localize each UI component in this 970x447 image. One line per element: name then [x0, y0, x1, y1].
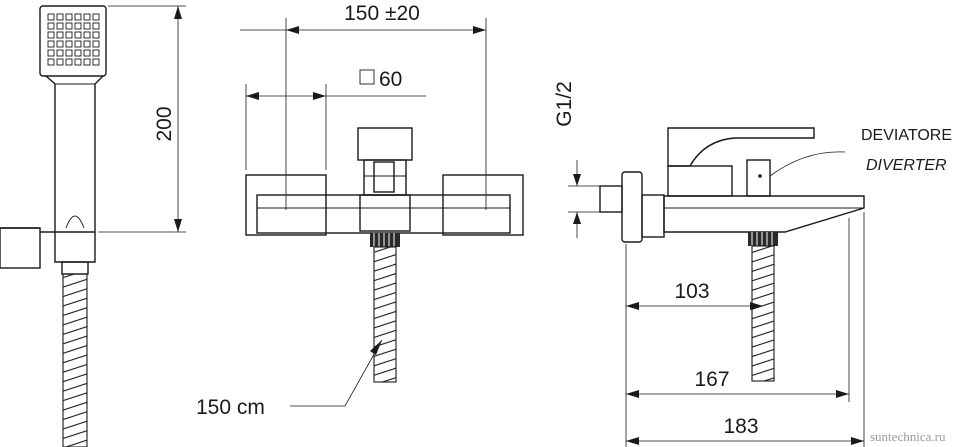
side-hose-connector — [748, 232, 778, 246]
square-label: 60 — [379, 68, 402, 91]
shower-nozzle-grid — [47, 13, 100, 66]
thread-label: G1/2 — [553, 81, 576, 127]
center-distance-dimension: 150 ±20 — [240, 2, 487, 210]
deviator-label: DEVIATORE — [861, 127, 952, 144]
square-dimension: 60 — [245, 68, 426, 170]
spout-body — [663, 195, 865, 233]
hand-shower-hose — [62, 273, 88, 447]
side-view: G1/2 DEVIATORE DIVERTER 103 — [553, 81, 952, 447]
front-view: 150 ±20 60 150 cm — [196, 2, 524, 419]
height-label: 200 — [153, 106, 176, 141]
mixer-body — [256, 194, 511, 234]
watermark: suntechnica.ru — [870, 429, 946, 444]
depth-dimension-167: 167 — [626, 368, 849, 398]
center-distance-label: 150 ±20 — [344, 2, 420, 25]
side-lever — [667, 127, 815, 167]
side-hose — [751, 245, 775, 382]
wall-connector — [599, 185, 623, 213]
hand-shower-view: 200 — [0, 5, 186, 447]
front-hose — [373, 246, 397, 383]
left-eccentric-block — [245, 174, 327, 236]
diverter-knob — [746, 159, 771, 197]
lever-handle — [357, 127, 413, 161]
shower-handle — [45, 75, 104, 233]
thread-dimension: G1/2 — [553, 81, 600, 238]
depth-167-label: 167 — [694, 368, 729, 391]
hose-connector — [370, 233, 400, 247]
depth-183-label: 183 — [723, 415, 758, 438]
height-dimension: 200 — [98, 5, 186, 233]
depth-103-label: 103 — [674, 280, 709, 303]
shower-head — [39, 5, 107, 77]
hose-length-callout: 150 cm — [196, 339, 383, 419]
square-symbol — [359, 69, 375, 85]
depth-dimension-183: 183 — [626, 415, 864, 445]
wall-holder — [0, 227, 41, 269]
right-eccentric-block — [442, 174, 524, 236]
depth-dimension-103: 103 — [626, 280, 763, 310]
hose-length-label: 150 cm — [196, 396, 265, 419]
diverter-label: DIVERTER — [866, 157, 947, 174]
